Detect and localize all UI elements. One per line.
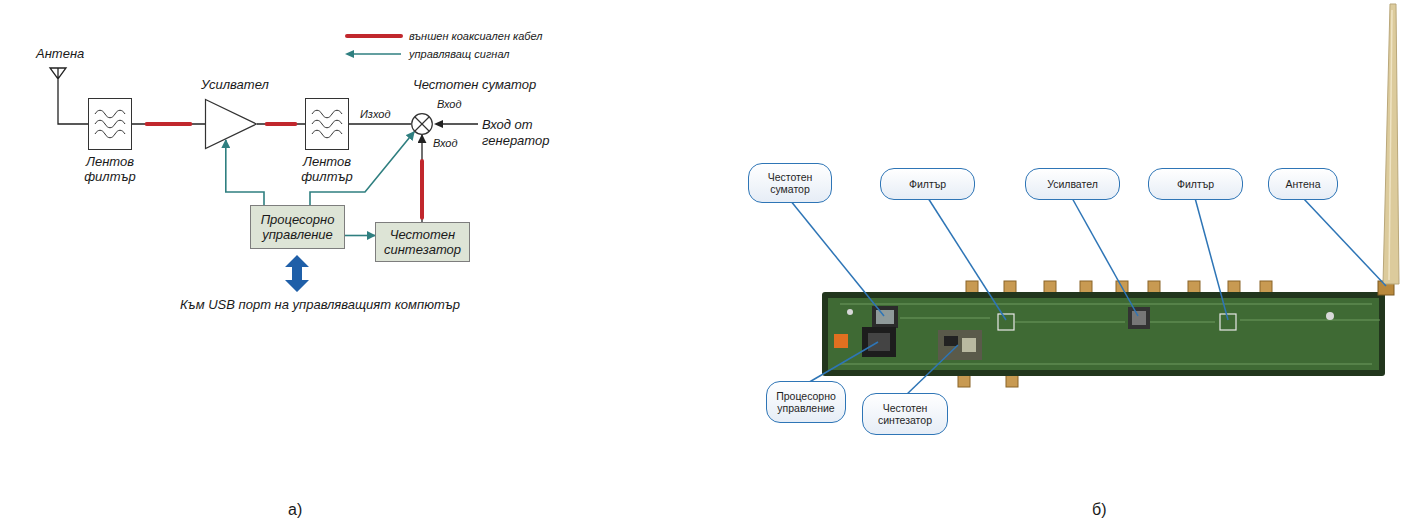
legend: външен коаксиален кабел управляващ сигнал [345, 27, 543, 63]
callout-text: Филтър [1177, 178, 1214, 190]
coax-segment [267, 122, 296, 126]
antenna-feed [58, 88, 88, 124]
callout-text: Филтър [909, 178, 946, 190]
callout-text: Усилвател [1047, 178, 1098, 190]
callout-bubble: Процесорно управление [766, 381, 846, 423]
frequency-mixer: Честотен суматор [411, 113, 433, 135]
bandpass-filter-outline [305, 98, 349, 150]
frequency-mixer-outline [411, 113, 433, 135]
control-arrow-path [226, 140, 264, 205]
pcb-board [822, 281, 1394, 387]
antenna-feed-path [58, 88, 88, 124]
callout-text: Антена [1286, 178, 1321, 190]
callout-text: Честотен суматор [755, 171, 825, 195]
coax-cable-path [421, 135, 422, 222]
generator-input-arrow [434, 120, 478, 128]
figure-label: б) [1092, 500, 1107, 519]
synthesizer-box: Честотен синтезатор [375, 222, 470, 262]
antenna-symbol-outline [48, 66, 68, 88]
legend-item: външен коаксиален кабел [345, 27, 543, 45]
callout-text: Честотен синтезатор [870, 402, 940, 426]
block-label: Лентов филтър [68, 154, 152, 184]
callout-text: Процесорно управление [773, 390, 839, 414]
amplifier-triangle-outline [205, 99, 257, 149]
figure-label: а) [288, 500, 302, 519]
coax-segment [147, 122, 191, 126]
callout-bubble: Филтър [1148, 168, 1243, 200]
antenna-symbol: Антена [48, 66, 68, 88]
legend-item: управляващ сигнал [345, 45, 543, 63]
bandpass-filter: Лентов филтър [305, 98, 349, 150]
antenna-rod [1383, 4, 1399, 284]
callout-bubble: Антена [1268, 168, 1338, 200]
leader-line [790, 198, 1386, 396]
port-label: Изход [360, 108, 391, 121]
signal-line [349, 124, 411, 125]
legend-sample [345, 48, 403, 60]
signal-line-path [349, 123, 411, 124]
coax-segment [420, 161, 424, 218]
legend-sample [345, 30, 403, 42]
processor-box: Процесорно управление [250, 205, 345, 249]
bandpass-filter-outline [88, 98, 132, 150]
callout-bubble: Филтър [880, 168, 975, 200]
block-label: Честотен синтезатор [380, 227, 465, 257]
control-arrow [345, 235, 375, 236]
coax-cable-path [257, 123, 305, 124]
bandpass-filter: Лентов филтър [88, 98, 132, 150]
usb-double-arrow [285, 255, 309, 292]
callout-bubble: Усилвател [1025, 168, 1120, 200]
legend-text: управляващ сигнал [409, 48, 510, 61]
usb-note: Към USB порт на управляващият компютър [140, 297, 500, 313]
amplifier-triangle: Усилвател [205, 99, 257, 149]
port-label: Вход [437, 98, 462, 111]
coax-cable [422, 135, 423, 222]
coax-cable [257, 124, 305, 125]
block-label: Антена [36, 46, 106, 61]
callout-bubble: Честотен суматор [748, 163, 832, 203]
coax-cable [132, 124, 205, 125]
callout-bubble: Честотен синтезатор [862, 393, 948, 435]
block-label: Усилвател [201, 77, 281, 92]
control-arrow [226, 140, 264, 205]
input-label: Вход от генератор [482, 117, 560, 149]
legend-text: външен коаксиален кабел [409, 30, 543, 43]
block-label: Лентов филтър [285, 154, 369, 184]
coax-cable-path [132, 123, 205, 124]
control-arrow-path [345, 235, 375, 237]
block-label: Честотен суматор [413, 77, 543, 92]
port-label: Вход [433, 137, 458, 150]
block-label: Процесорно управление [255, 212, 340, 242]
